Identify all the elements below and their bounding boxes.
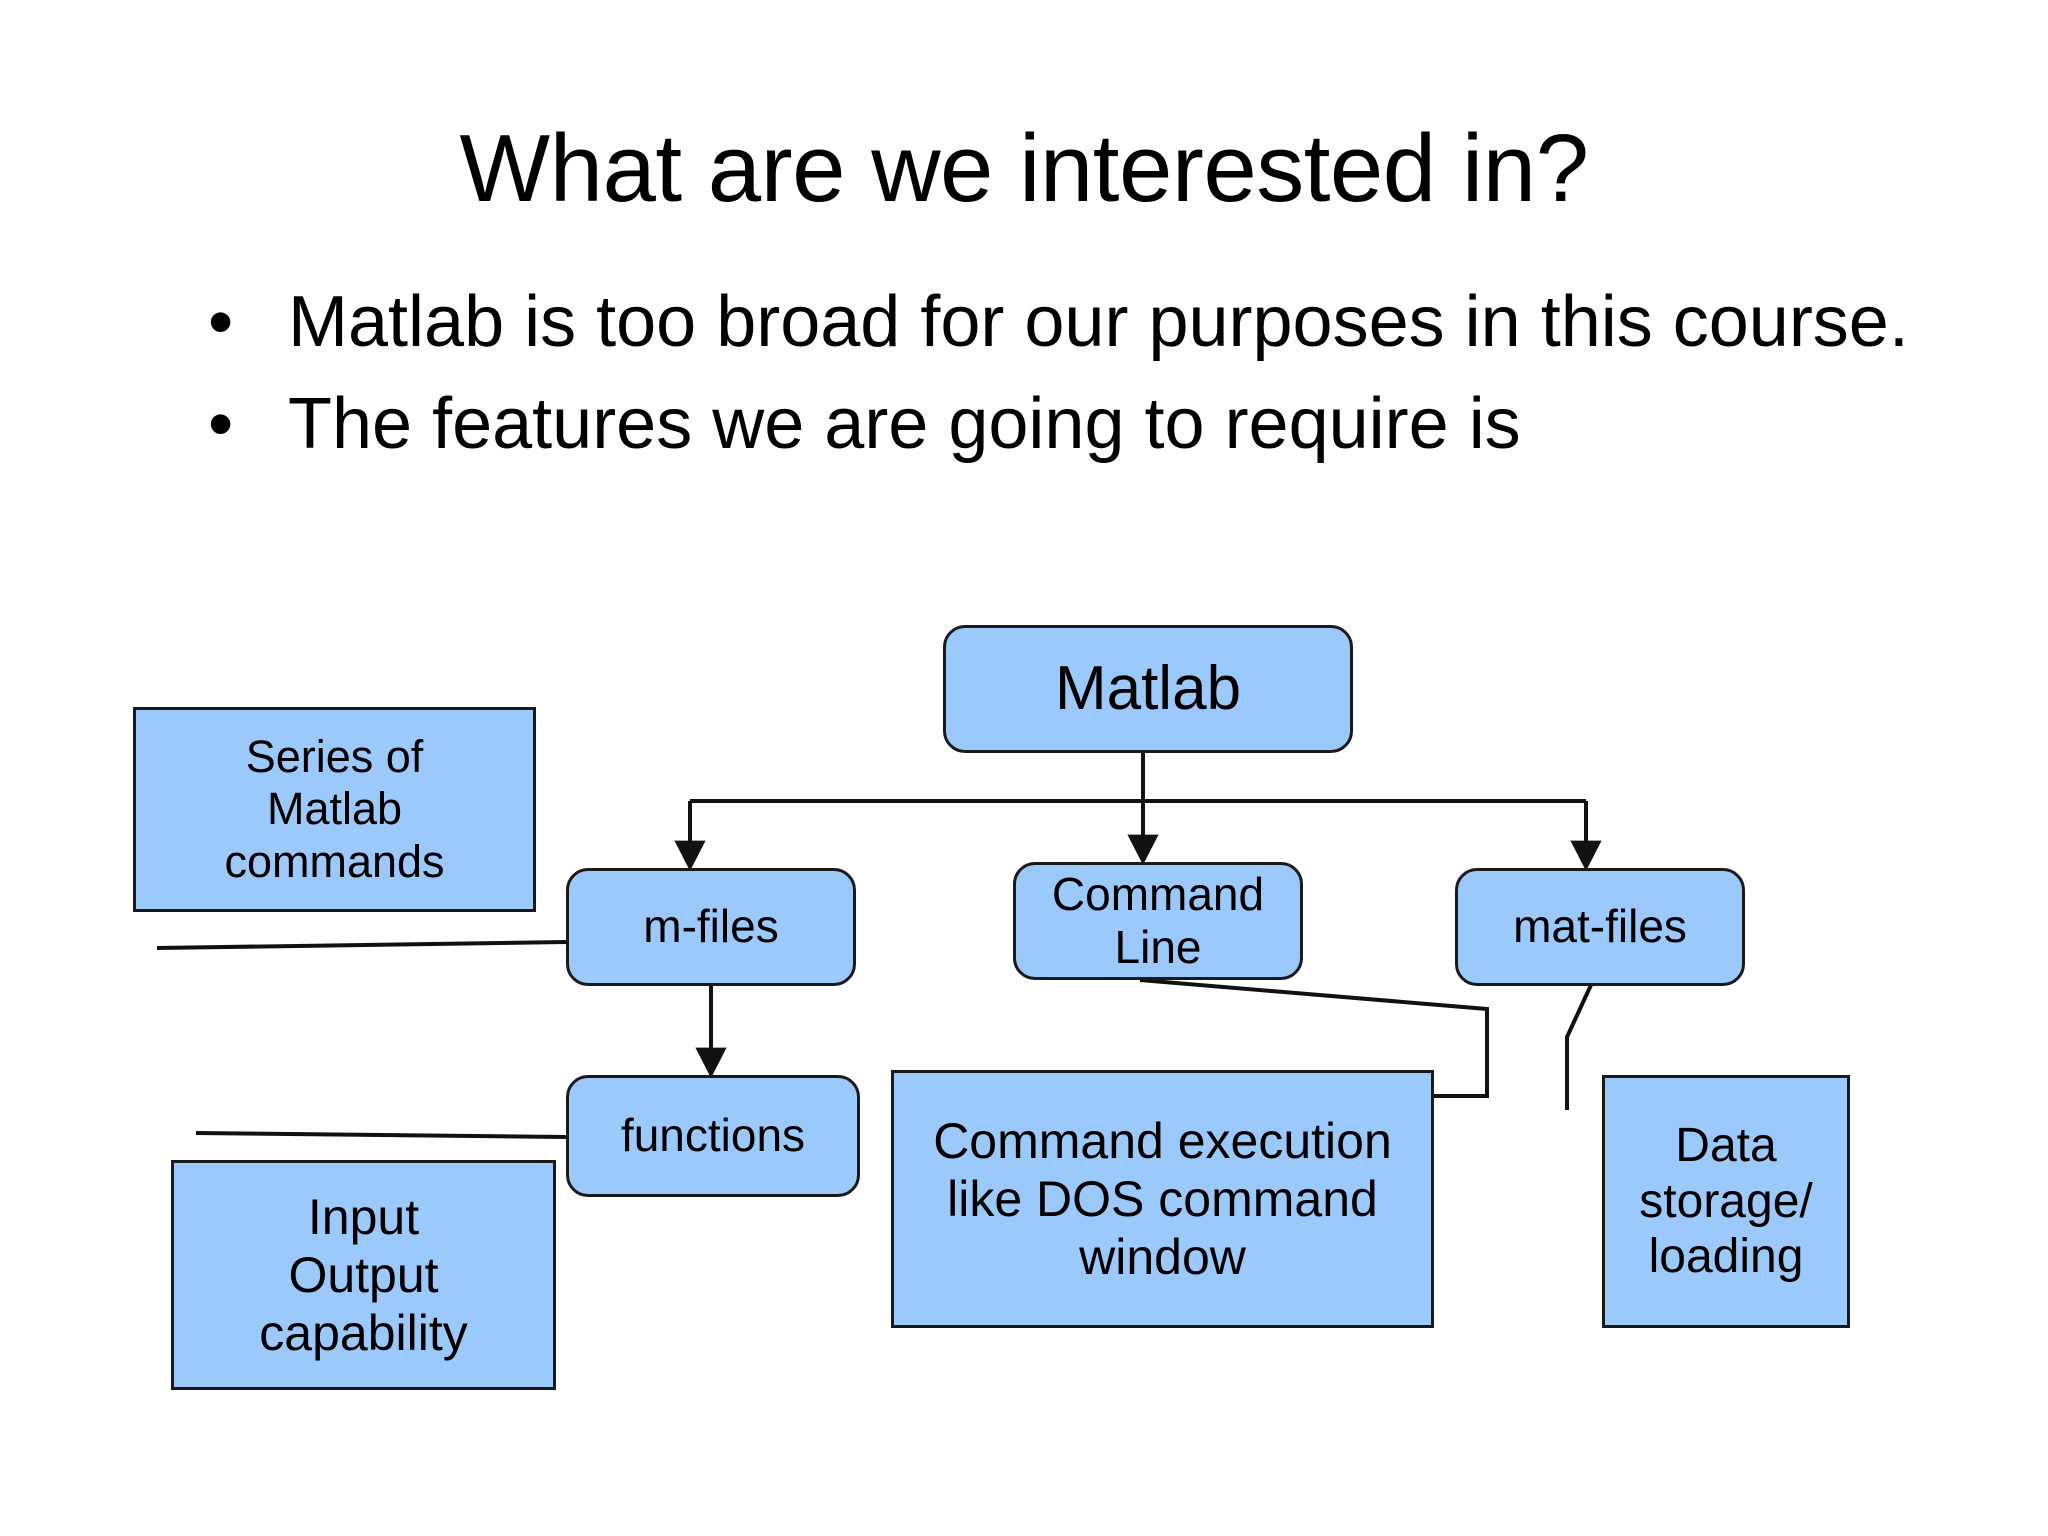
bullet-marker-icon: • <box>208 282 234 362</box>
list-item: • Matlab is too broad for our purposes i… <box>196 276 1996 368</box>
node-command-execution[interactable]: Command execution like DOS command windo… <box>891 1070 1434 1328</box>
node-data-storage-label: Data storage/ loading <box>1605 1118 1847 1285</box>
bullet-marker-icon: • <box>208 384 234 465</box>
node-command-line-line-2: Line <box>1114 921 1202 973</box>
node-command-line-line-1: Command <box>1051 867 1265 920</box>
bullet-text: Matlab is too broad for our purposes in … <box>288 282 1909 362</box>
node-functions-label: functions <box>620 1109 806 1162</box>
node-series-line-2: Matlab <box>266 783 403 835</box>
page-title: What are we interested in? <box>459 115 1589 222</box>
node-input-output-label: Input Output capability <box>174 1188 553 1362</box>
edge-input-output-to-functions <box>195 1131 567 1139</box>
node-command-exec-line-2: like DOS command <box>947 1171 1378 1227</box>
node-m-files[interactable]: m-files <box>566 868 856 986</box>
node-series-of-matlab-commands[interactable]: Series of Matlab commands <box>133 707 536 912</box>
node-series-line-1: Series of <box>245 731 424 783</box>
node-mat-files[interactable]: mat-files <box>1455 868 1745 986</box>
node-data-storage-line-1: Data <box>1675 1118 1777 1172</box>
node-series-line-3: commands <box>224 835 445 887</box>
node-m-files-label: m-files <box>643 900 779 953</box>
node-command-execution-label: Command execution like DOS command windo… <box>894 1112 1431 1286</box>
node-data-storage-line-2: storage/ <box>1639 1174 1813 1228</box>
node-matlab[interactable]: Matlab <box>943 625 1353 753</box>
node-command-exec-line-1: Command execution <box>933 1113 1392 1169</box>
node-functions[interactable]: functions <box>566 1075 860 1197</box>
node-matlab-label: Matlab <box>1054 654 1242 724</box>
node-mat-files-label: mat-files <box>1513 900 1687 953</box>
bullet-text: The features we are going to require is <box>288 384 1521 465</box>
node-input-output-line-3: capability <box>259 1305 468 1361</box>
node-command-line-label: Command Line <box>1016 868 1300 975</box>
bullet-list: • Matlab is too broad for our purposes i… <box>196 276 1996 480</box>
node-data-storage-line-3: loading <box>1648 1230 1804 1284</box>
node-data-storage-loading[interactable]: Data storage/ loading <box>1602 1075 1850 1328</box>
node-input-output-line-1: Input <box>307 1189 420 1245</box>
node-input-output-line-2: Output <box>288 1247 439 1303</box>
node-command-exec-line-3: window <box>1079 1229 1246 1285</box>
list-item: • The features we are going to require i… <box>196 378 1996 470</box>
edge-series-to-m-files <box>156 940 567 950</box>
node-command-line[interactable]: Command Line <box>1013 862 1303 980</box>
node-series-label: Series of Matlab commands <box>136 731 533 888</box>
edge-mat-files-to-data-storage <box>1565 984 1593 1110</box>
node-input-output-capability[interactable]: Input Output capability <box>171 1160 556 1390</box>
